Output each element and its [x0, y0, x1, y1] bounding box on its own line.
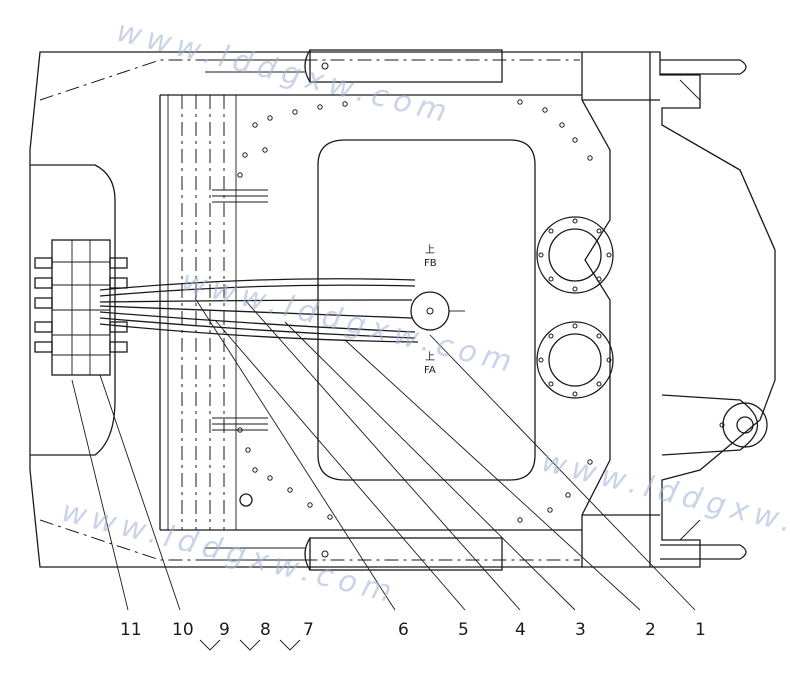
- port-fb-code: FB: [424, 258, 437, 269]
- right-swing-arm: [661, 394, 768, 456]
- guide-lines: [167, 95, 237, 530]
- callout-5: 5: [458, 620, 469, 640]
- lower-slew-ring: [536, 321, 614, 399]
- bottom-right-hook: [660, 519, 747, 560]
- cab-cutout: [30, 164, 116, 456]
- watermark-text-3: www.lddgxw.com: [58, 494, 401, 611]
- callout-9: 9: [219, 620, 230, 640]
- callout-numbers: 11 10 9 8 7 6 5 4 3 2 1: [120, 620, 706, 640]
- outer-frame: [29, 51, 776, 568]
- callout-3: 3: [575, 620, 586, 640]
- port-fb-char: 上: [425, 244, 435, 256]
- leader-lines: [71, 297, 696, 651]
- top-cylinder: [205, 49, 503, 83]
- central-window: [317, 139, 536, 481]
- rotary-joint: [410, 291, 465, 331]
- watermark-text-2: www.lddgxw.com: [178, 264, 521, 381]
- callout-2: 2: [645, 620, 656, 640]
- port-fa-char: 上: [425, 351, 435, 363]
- mount-bars: [212, 189, 268, 431]
- rivet-holes: [237, 99, 593, 523]
- callout-10: 10: [172, 620, 194, 640]
- port-label-fb: 上 FB: [424, 244, 437, 269]
- callout-6: 6: [398, 620, 409, 640]
- watermark-text-4: www.lddgxw.com: [538, 444, 790, 561]
- hydraulic-hoses: [99, 278, 419, 343]
- watermark-text-1: www.lddgxw.com: [113, 14, 456, 131]
- centerline-outline: [39, 59, 776, 561]
- callout-4: 4: [515, 620, 526, 640]
- callout-1: 1: [695, 620, 706, 640]
- bottom-bolt-hole: [239, 493, 253, 507]
- callout-11: 11: [120, 620, 142, 640]
- callout-8: 8: [260, 620, 271, 640]
- port-fa-code: FA: [424, 365, 436, 376]
- control-valve-block: [34, 239, 128, 376]
- upper-slew-ring: [536, 216, 614, 294]
- port-label-fa: 上 FA: [424, 351, 436, 376]
- callout-7: 7: [303, 620, 314, 640]
- top-right-hook: [660, 59, 747, 101]
- bottom-cylinder: [205, 537, 503, 571]
